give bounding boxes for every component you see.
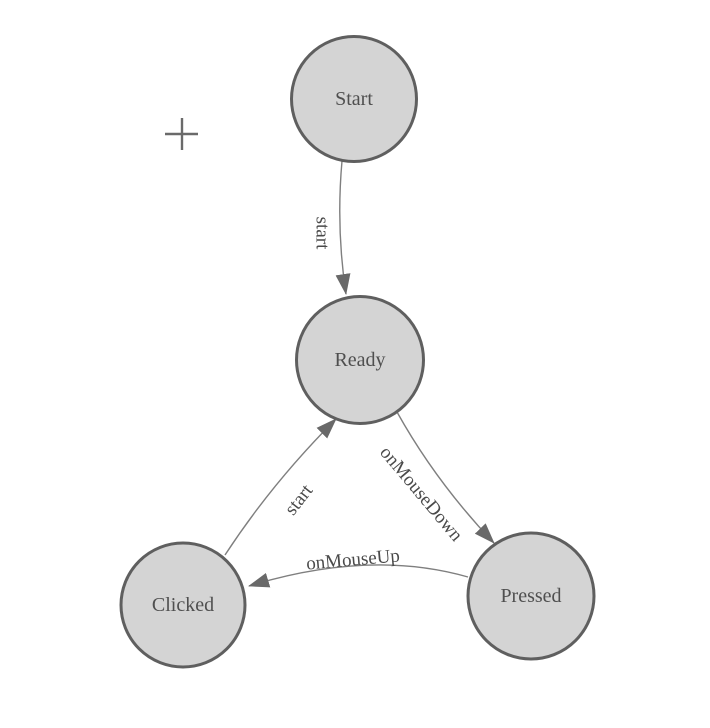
edge-label-start-to-ready: start — [312, 217, 333, 250]
edge-ready-to-pressed[interactable] — [396, 411, 495, 544]
edge-start-to-ready[interactable] — [335, 160, 351, 295]
state-node-ready[interactable]: Ready — [295, 295, 425, 425]
edge-clicked-to-ready[interactable] — [224, 418, 337, 556]
state-label-pressed: Pressed — [500, 585, 561, 607]
state-circle-start — [290, 35, 418, 163]
nodes-layer: Start Ready Clicked Pressed — [119, 35, 596, 669]
state-node-start[interactable]: Start — [290, 35, 418, 163]
state-circle-pressed — [466, 531, 596, 661]
edge-label-clicked-to-ready: start — [281, 480, 318, 519]
state-label-ready: Ready — [334, 349, 385, 371]
state-node-pressed[interactable]: Pressed — [466, 531, 596, 661]
state-circle-ready — [295, 295, 425, 425]
state-label-clicked: Clicked — [152, 594, 214, 616]
edge-label-onmousedown: onMouseDown — [375, 442, 467, 546]
edge-pressed-to-clicked[interactable] — [248, 564, 469, 588]
crosshair-cursor-icon — [165, 118, 198, 150]
state-circle-clicked — [119, 541, 247, 669]
edge-label-onmouseup: onMouseUp — [305, 545, 400, 574]
state-node-clicked[interactable]: Clicked — [119, 541, 247, 669]
state-label-start: Start — [335, 88, 373, 110]
